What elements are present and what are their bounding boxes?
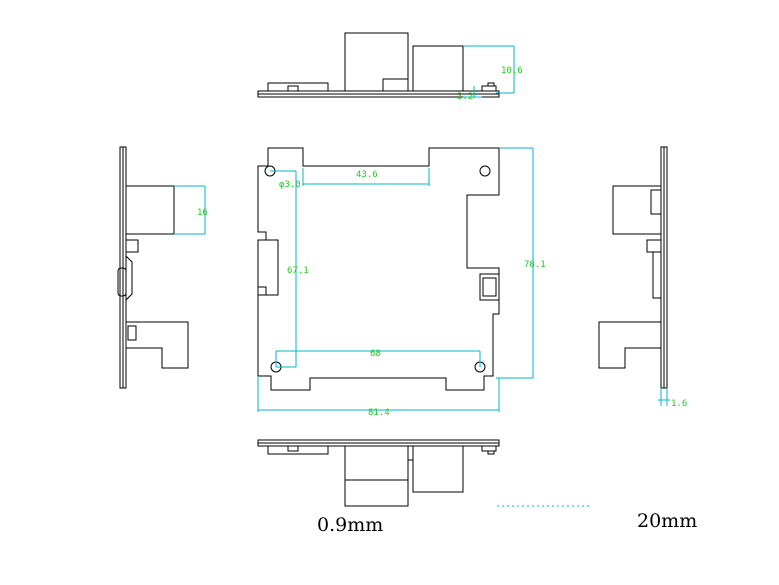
- right-side-view: [598, 146, 668, 389]
- dim-hole-span-horizontal: 68: [370, 349, 381, 359]
- left-side-view: [117, 146, 189, 389]
- dim-hole-diameter: φ3.0: [279, 180, 301, 190]
- dim-offset-top: 3.2: [457, 92, 473, 102]
- top-side-view: [257, 32, 500, 98]
- dim-hole-span-vertical: 67.1: [287, 266, 309, 276]
- caption-right: 20mm: [637, 510, 697, 532]
- board-plan-dimensions: 43.6 φ3.0 67.1 68 78.1 81.4: [257, 147, 546, 418]
- bottom-side-view: [257, 439, 500, 507]
- dim-thickness: 1.6: [671, 399, 687, 409]
- dim-height-top: 10.6: [501, 66, 523, 76]
- left-view-dimensions: 16: [174, 185, 208, 235]
- dim-height-left: 16: [197, 208, 208, 218]
- caption-left: 0.9mm: [317, 514, 383, 536]
- dim-slot-width: 43.6: [356, 170, 378, 180]
- top-view-dimensions: 10.6 3.2: [457, 45, 523, 102]
- dim-board-height: 78.1: [524, 260, 546, 270]
- dim-board-width: 81.4: [368, 408, 390, 418]
- right-view-dimensions: 1.6: [658, 388, 687, 409]
